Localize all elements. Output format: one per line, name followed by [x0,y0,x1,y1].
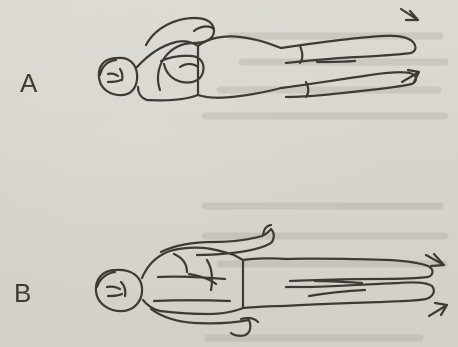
arrow-icon [426,254,444,266]
hair-b [97,272,115,287]
figure-b [96,225,447,336]
arrow-icon [429,303,447,316]
hips-b [243,258,286,308]
hips-a [198,36,281,97]
panel-label-b: B [14,280,31,306]
figure-a [99,9,419,100]
crossed-arms-a [146,18,214,90]
face-a [108,69,122,82]
face-b [107,282,125,296]
torso-b [142,248,243,314]
arrow-icon [401,9,418,20]
chest-detail-b [174,254,216,290]
knee-lines-a [300,46,355,97]
legs-a [281,36,416,97]
shin-lines-b [309,281,365,296]
panel-label-a: A [20,70,37,96]
waist-line-b [154,277,230,301]
